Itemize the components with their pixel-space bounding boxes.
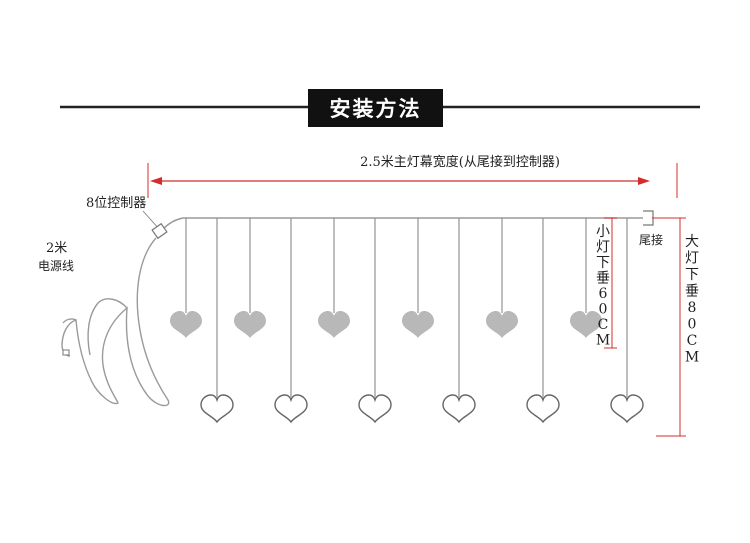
large-drop-char: 0 [688, 317, 697, 333]
large-drop-char: C [687, 333, 698, 349]
large-heart [274, 394, 308, 423]
large-drop-char: 大 [685, 234, 699, 250]
power-plug [62, 349, 70, 356]
small-drop-char: 6 [599, 286, 608, 302]
small-heart [318, 311, 350, 338]
large-heart [610, 394, 644, 423]
power-cord-length: 2米 [46, 241, 67, 256]
small-drop-char: 下 [596, 255, 610, 271]
small-heart [486, 311, 518, 338]
large-heart [442, 394, 476, 423]
width-arrow-head-left [150, 177, 162, 185]
power-cord-loop-inner [62, 318, 77, 324]
large-drop-char: 下 [685, 267, 699, 283]
power-cord [61, 237, 170, 407]
tail-connector [643, 210, 654, 226]
small-heart [170, 311, 202, 338]
small-drop-char: 垂 [596, 271, 610, 287]
small-drop-char: 灯 [596, 240, 610, 256]
large-drop-char: M [685, 350, 699, 366]
width-label: 2.5米主灯幕宽度(从尾接到控制器) [360, 154, 560, 170]
large-drop-char: 垂 [685, 284, 699, 300]
tail-label: 尾接 [639, 232, 663, 247]
small-drop-char: 小 [596, 224, 610, 240]
large-drop-char: 8 [688, 300, 697, 316]
controller-box [151, 222, 168, 240]
large-heart [526, 394, 560, 423]
large-drop-char: 灯 [685, 251, 699, 267]
width-arrow-head-right [638, 177, 650, 185]
small-drop-char: 0 [599, 302, 608, 318]
large-heart [200, 394, 234, 423]
hanging-strings [170, 218, 644, 423]
power-cord-label: 电源线 [38, 259, 74, 273]
small-drop-char: M [596, 333, 610, 349]
small-heart [402, 311, 434, 338]
page-title: 安装方法 [330, 97, 422, 121]
wire-to-controller [162, 217, 184, 230]
power-cord-loop-outer [87, 298, 128, 356]
large-heart [358, 394, 392, 423]
small-heart [234, 311, 266, 338]
small-drop-char: C [598, 317, 609, 333]
controller-label: 8位控制器 [86, 196, 146, 211]
title-box [308, 89, 443, 127]
